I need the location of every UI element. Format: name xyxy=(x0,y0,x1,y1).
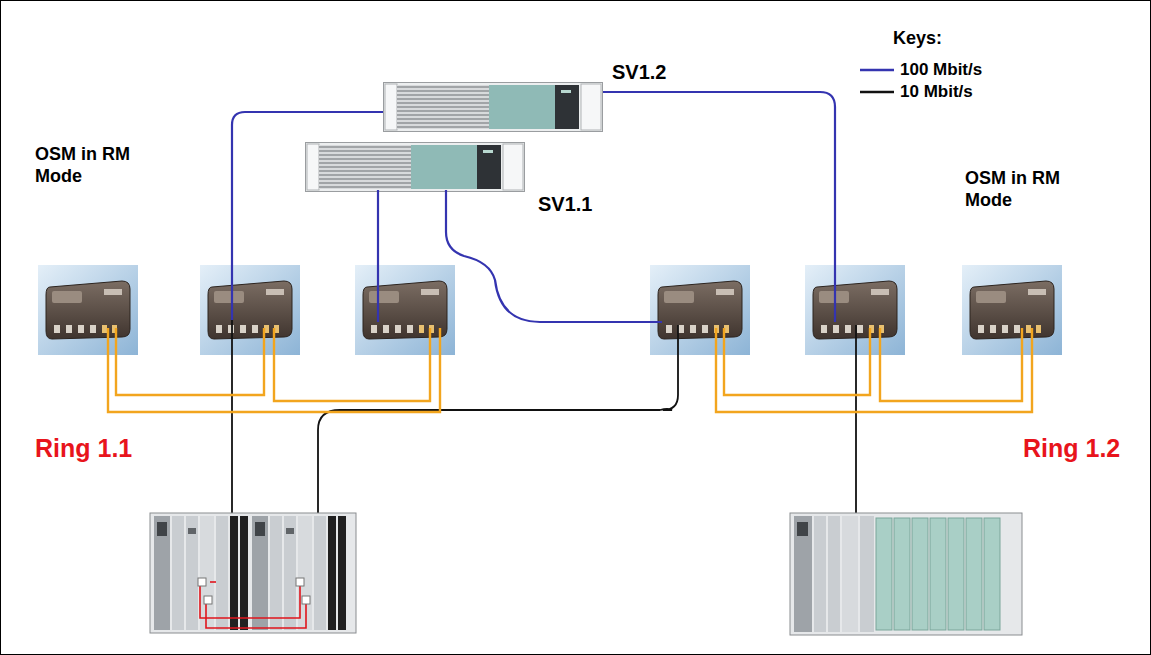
server-label: SV1.1 xyxy=(538,192,592,216)
switch-symbol xyxy=(200,265,300,355)
server-label: SV1.2 xyxy=(612,60,666,84)
legend-swatch xyxy=(860,86,894,98)
node-text: OSM in RM Mode xyxy=(35,144,135,187)
server-symbol xyxy=(384,83,603,132)
node-text: OSM in RM Mode xyxy=(965,168,1065,211)
fast-ethernet-wires xyxy=(232,92,835,322)
switch-label: OSM in RM Mode xyxy=(965,168,1065,211)
legend-row: 10 Mbit/s xyxy=(860,82,973,102)
ring-fibre xyxy=(108,328,1032,412)
switch-symbol xyxy=(650,265,750,355)
legend-swatch xyxy=(860,64,894,76)
plc-h-system xyxy=(150,513,356,633)
switch-symbol xyxy=(38,265,138,355)
switch-label: OSM in RM Mode xyxy=(35,144,135,187)
legend-text: 10 Mbit/s xyxy=(900,82,973,102)
ethernet-wires xyxy=(232,320,856,545)
legend-text: 100 Mbit/s xyxy=(900,60,982,80)
switch-symbol xyxy=(962,265,1062,355)
switch-symbol xyxy=(805,265,905,355)
ring-label: Ring 1.1 xyxy=(35,434,132,463)
legend-heading: Keys: xyxy=(893,28,942,49)
ring-label: Ring 1.2 xyxy=(1023,434,1120,463)
server-symbol xyxy=(306,143,525,192)
legend-row: 100 Mbit/s xyxy=(860,60,982,80)
node-text: SV1.2 xyxy=(612,60,666,84)
plc-station xyxy=(790,513,1022,635)
node-text: SV1.1 xyxy=(538,192,592,216)
